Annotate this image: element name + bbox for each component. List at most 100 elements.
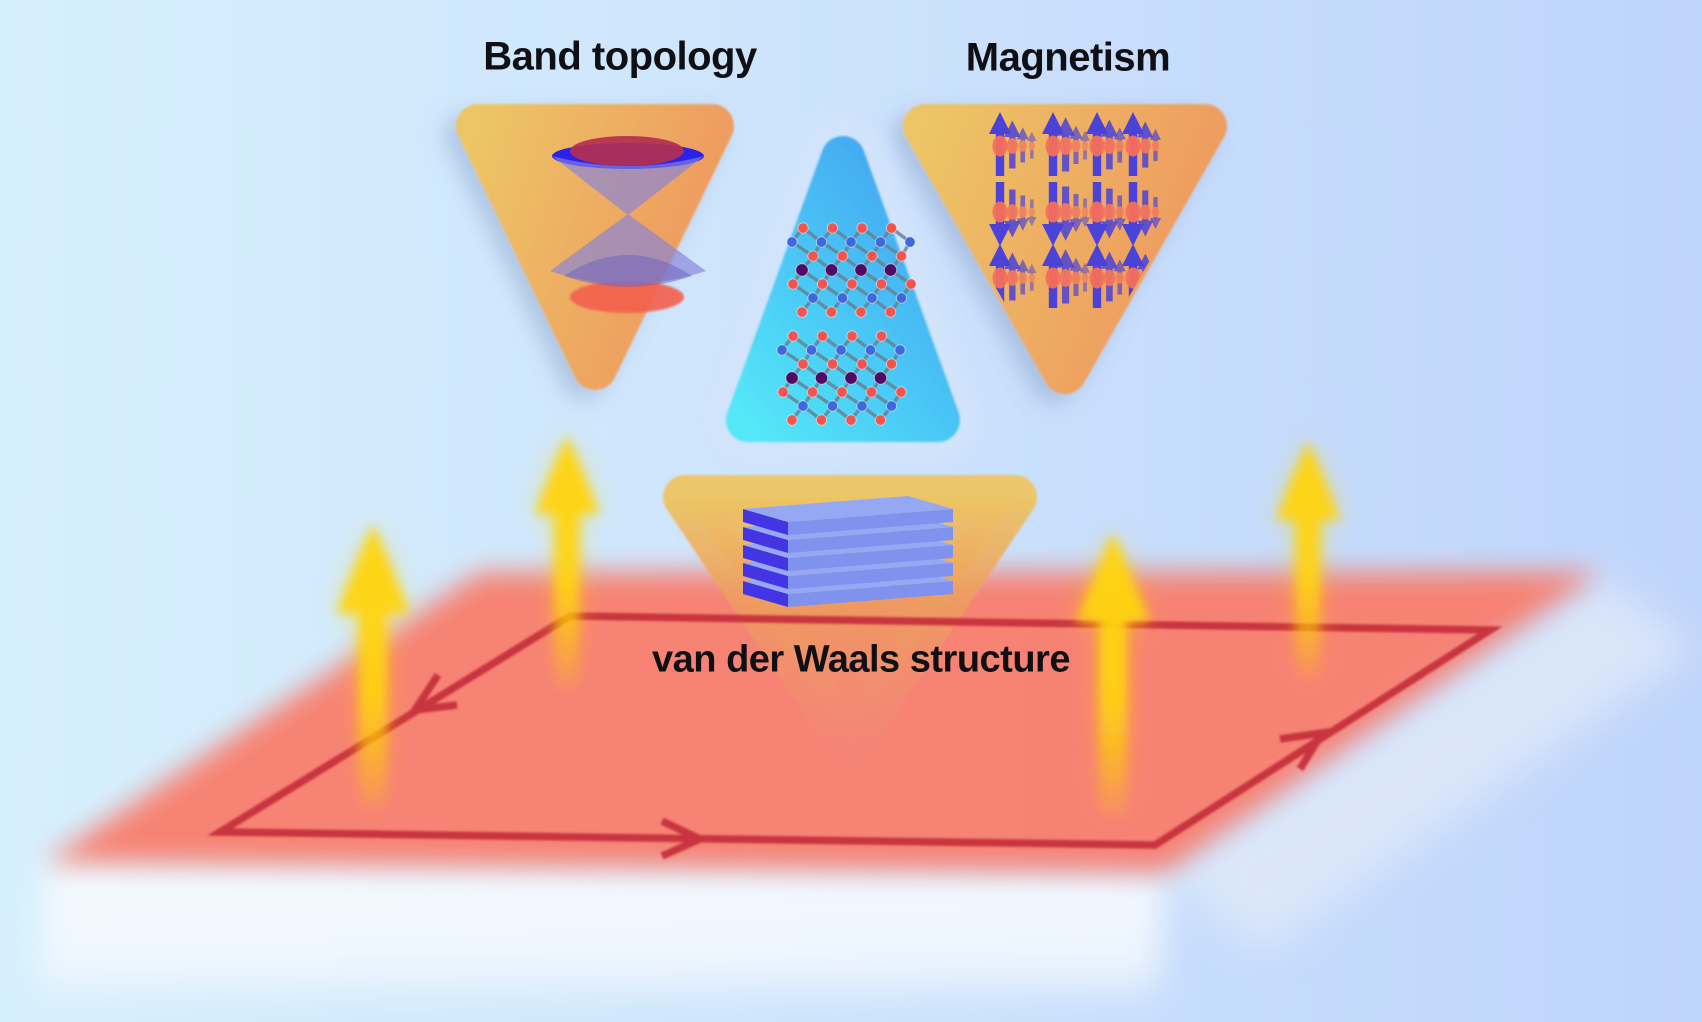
spin-arrow-glyph [1027, 263, 1037, 291]
atom-red [826, 358, 839, 370]
spin-up-arrow [1027, 131, 1037, 159]
field-arrow-body [1077, 533, 1149, 816]
substrate-side-face [1165, 575, 1698, 952]
atom-blue [845, 236, 857, 248]
atom-blue [815, 236, 828, 248]
spin-up-arrow [1056, 117, 1075, 172]
atom-red [787, 330, 799, 342]
atom-red [856, 358, 868, 370]
atom-red [905, 278, 917, 290]
field-arrow [535, 436, 599, 688]
spin-arrow-glyph [1027, 199, 1037, 227]
layer-left-face [743, 509, 788, 535]
spin-up-arrow [1042, 244, 1064, 308]
atom-blue [866, 292, 878, 304]
spin-atom [1018, 272, 1027, 284]
spin-atom [1006, 270, 1018, 286]
spin-atom [1045, 267, 1061, 289]
atom-red [826, 222, 839, 234]
atom-red [856, 222, 868, 234]
atom-purple [883, 263, 898, 277]
lattice-block [776, 330, 907, 426]
atom-purple [814, 371, 829, 385]
edge-current-arrow-right [1279, 728, 1330, 771]
layer-front-face [788, 527, 953, 553]
atom-red [786, 414, 798, 426]
atom-red [807, 250, 819, 262]
spin-atom [1125, 135, 1141, 157]
spin-atom [1081, 273, 1089, 283]
atom-purple [824, 263, 839, 277]
spin-atom [992, 201, 1008, 223]
spin-atom [1081, 141, 1089, 151]
edge-current-loop [207, 612, 1503, 860]
atom-blue [904, 236, 916, 248]
spin-down-arrow [1069, 194, 1083, 233]
spin-atom [1028, 273, 1035, 283]
layer-left-face [743, 581, 788, 607]
spin-lattice [989, 112, 1161, 308]
atom-blue [885, 400, 898, 412]
atom-red [875, 278, 888, 290]
spin-atom [1006, 204, 1018, 220]
vdw-structure-title: van der Waals structure [652, 638, 1070, 681]
spin-down-arrow [989, 182, 1011, 246]
atom-red [895, 386, 907, 398]
atom-red [885, 222, 898, 234]
spin-row-up [989, 244, 1161, 308]
spin-up-arrow [1113, 127, 1126, 163]
dirac-upper-cone [552, 156, 704, 214]
atom-blue [826, 400, 839, 412]
layer-top-face [743, 496, 953, 522]
dirac-dome [564, 255, 692, 287]
spin-atom [1028, 207, 1035, 217]
atom-blue [894, 344, 906, 356]
field-arrow-body [1276, 442, 1340, 678]
spin-up-arrow [1042, 112, 1064, 176]
field-arrow-body [337, 525, 409, 808]
lattice-block [786, 222, 917, 318]
atom-red [816, 330, 829, 342]
field-arrow [337, 525, 409, 808]
dirac-cone [550, 136, 706, 313]
atom-red [846, 330, 858, 342]
atom-blue [835, 344, 847, 356]
atom-red [846, 278, 858, 290]
spin-atom [1006, 138, 1018, 154]
substrate-front-face [38, 862, 1165, 1008]
spin-arrow-glyph [1027, 131, 1037, 159]
layer-front-face [788, 509, 953, 535]
spin-atom [1089, 267, 1105, 289]
atom-red [797, 222, 809, 234]
spin-up-arrow [1004, 120, 1021, 169]
vdw-layer [743, 496, 953, 535]
spin-up-arrow [1080, 130, 1090, 160]
atom-red [865, 386, 878, 398]
field-arrow [1077, 533, 1149, 816]
atom-red [875, 330, 888, 342]
atom-red [836, 386, 848, 398]
spin-atom [1089, 135, 1105, 157]
spin-up-arrow [1027, 263, 1037, 291]
spin-atom [1028, 141, 1035, 151]
magnetism-title: Magnetism [965, 35, 1171, 80]
atom-red [815, 414, 828, 426]
spin-down-arrow [1122, 182, 1144, 246]
layer-front-face [788, 563, 953, 589]
atom-red [845, 414, 857, 426]
spin-atom [1115, 272, 1124, 284]
spin-up-arrow [1137, 121, 1154, 168]
spin-atom [1081, 207, 1089, 217]
triangle-crystal [707, 117, 979, 461]
vdw-stack [743, 496, 953, 607]
spin-up-arrow [1113, 259, 1126, 295]
spin-atom [1151, 206, 1160, 218]
atom-blue [864, 344, 877, 356]
spin-atom [1071, 205, 1081, 219]
spin-up-arrow [1086, 112, 1108, 176]
spin-down-arrow [1080, 198, 1090, 228]
spin-down-arrow [1137, 190, 1154, 237]
spin-atom [1103, 269, 1116, 287]
